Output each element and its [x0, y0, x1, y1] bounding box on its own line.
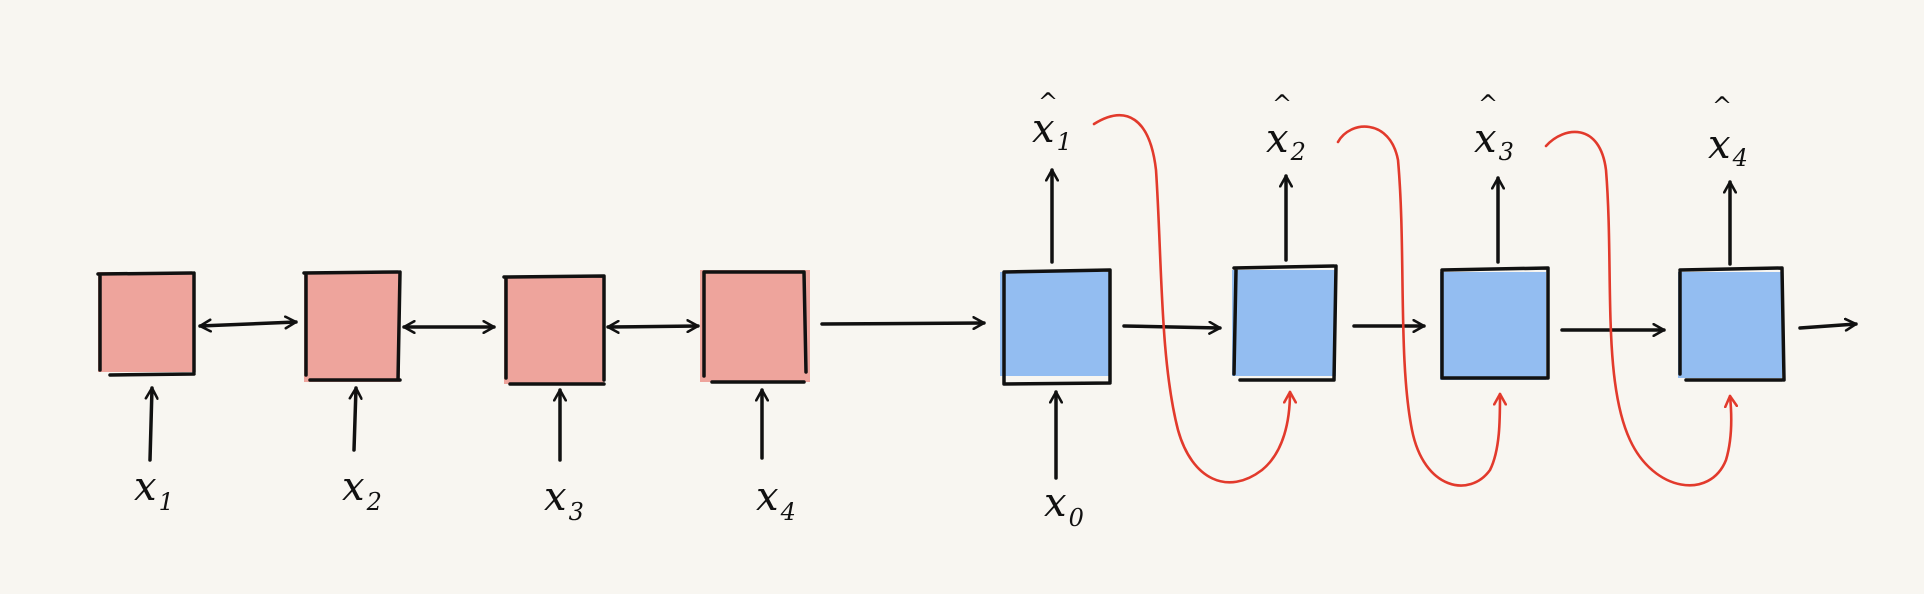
- input-arrow-2: [354, 386, 356, 452]
- decoder-cell-3: [1440, 266, 1550, 380]
- input-arrow-1: [150, 386, 152, 462]
- input-label-4: x4: [756, 474, 796, 526]
- decoder: [1000, 264, 1786, 386]
- input-label-2: x2: [342, 464, 382, 516]
- feedback-loop-2: [1336, 125, 1500, 487]
- state-arrow-out: [1798, 324, 1858, 328]
- svg-text:x1: x1: [1032, 106, 1072, 156]
- bidirectional-arrow-1-2: [198, 322, 298, 326]
- svg-text:^: ^: [1272, 90, 1292, 118]
- output-label-3: ^ x3: [1474, 90, 1514, 166]
- output-label-2: ^ x2: [1266, 90, 1306, 166]
- encoder-cell-2: [302, 270, 402, 382]
- output-label-4: ^ x4: [1708, 92, 1748, 172]
- svg-text:^: ^: [1038, 88, 1058, 116]
- svg-text:^: ^: [1478, 90, 1498, 118]
- feedback-loop-1: [1092, 114, 1290, 484]
- encoder-input-labels: x1 x2 x3 x4: [134, 464, 796, 526]
- svg-text:x4: x4: [1708, 122, 1748, 172]
- decoder-cell-4: [1678, 266, 1786, 382]
- state-arrow-1-2: [1122, 326, 1222, 328]
- feedback-loop-3: [1544, 130, 1731, 487]
- encoder-cell-1: [96, 271, 196, 377]
- svg-text:x2: x2: [1266, 116, 1306, 166]
- encoder-cell-3: [502, 274, 606, 386]
- decoder-output-arrows: [1052, 168, 1730, 266]
- svg-text:^: ^: [1712, 92, 1732, 120]
- decoder-output-labels: ^ x1 ^ x2 ^ x3 ^ x4: [1032, 88, 1748, 172]
- decoder-cell-2: [1232, 264, 1338, 382]
- context-arrow: [820, 323, 986, 324]
- bidirectional-arrow-3-4: [606, 326, 700, 327]
- encoder-input-arrows: [150, 386, 762, 462]
- decoder-state-arrows: [1122, 324, 1858, 330]
- svg-text:x3: x3: [1474, 116, 1514, 166]
- input-label-1: x1: [134, 464, 174, 516]
- encoder: [96, 270, 810, 386]
- encoder-cell-4: [700, 270, 810, 384]
- encoder-bidirectional-arrows: [198, 322, 700, 327]
- feedback-loops: [1092, 114, 1731, 487]
- decoder-input-label: x0: [1044, 480, 1084, 532]
- output-label-1: ^ x1: [1032, 88, 1072, 156]
- input-label-3: x3: [544, 474, 584, 526]
- decoder-cell-1: [1000, 268, 1112, 386]
